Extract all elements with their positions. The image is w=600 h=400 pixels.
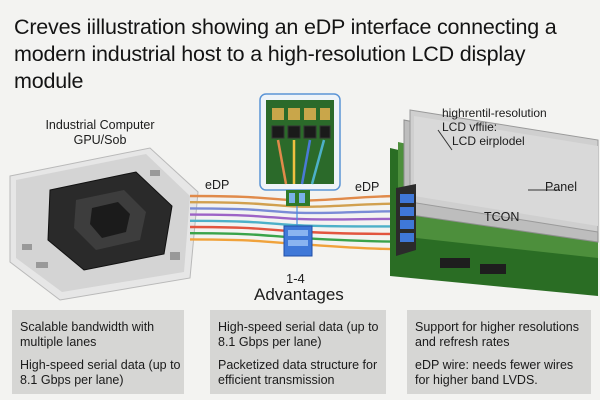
edp-lane-2 xyxy=(189,201,403,208)
advantage-box-1: Scalable bandwidth with multiple lanes H… xyxy=(12,310,184,394)
host-label-line2: GPU/Sob xyxy=(73,133,127,147)
tcon-label: TCON xyxy=(484,210,520,224)
edp-lane-3 xyxy=(189,207,403,215)
advantage-item: Scalable bandwidth with multiple lanes xyxy=(20,320,155,349)
advantage-item: Packetized data structure for efficient … xyxy=(218,358,378,387)
advantage-item: eDP wire: needs fewer wires for higher b… xyxy=(415,358,574,387)
advantage-box-3: Support for higher resolutions and refre… xyxy=(407,310,591,394)
lcd-label-line3: LCD eirplodel xyxy=(452,134,525,148)
lcd-label-line1: highrentil-resolution xyxy=(442,106,547,120)
advantage-item: High-speed serial data (up to 8.1 Gbps p… xyxy=(218,320,379,349)
advantage-item: High-speed serial data (up to 8.1 Gbps p… xyxy=(20,358,181,387)
host-board xyxy=(9,147,199,301)
connector-zoom xyxy=(259,93,341,257)
lane-range-label: 1-4 xyxy=(286,271,305,286)
host-label: Industrial Computer GPU/Sob xyxy=(40,118,160,148)
advantages-heading: Advantages xyxy=(254,285,344,304)
edp-lane-5 xyxy=(189,219,403,228)
lcd-label: highrentil-resolution LCD vffiie: LCD ei… xyxy=(442,106,547,148)
edp-label-right: eDP xyxy=(355,180,380,194)
lcd-label-line2: LCD vffiie: xyxy=(442,120,498,134)
edp-lane-4 xyxy=(189,213,403,221)
host-label-line1: Industrial Computer xyxy=(45,118,155,132)
advantage-item: Support for higher resolutions and refre… xyxy=(415,320,579,349)
lcd-module xyxy=(390,109,599,296)
advantage-box-2: High-speed serial data (up to 8.1 Gbps p… xyxy=(210,310,386,394)
edp-label-left: eDP xyxy=(205,178,230,192)
page-title: Creves iillustration showing an eDP inte… xyxy=(14,15,557,93)
panel-label: Panel xyxy=(545,180,577,194)
